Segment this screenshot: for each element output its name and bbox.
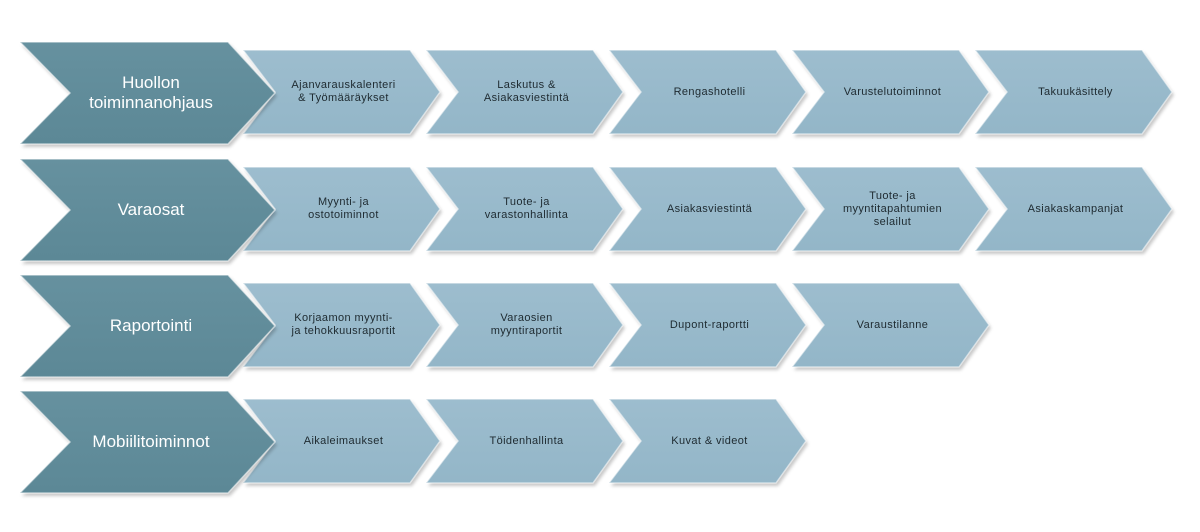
chevron-body	[18, 390, 277, 494]
step-chevron-shape	[973, 166, 1174, 254]
chevron-body	[424, 166, 624, 252]
chevron-body	[973, 166, 1173, 252]
step-chevron-label: Dupont-raportti	[669, 318, 750, 331]
chevron-body	[18, 41, 277, 145]
step-chevron-label: Asiakaskampanjat	[1027, 202, 1124, 215]
step-chevron: Asiakasviestintä	[607, 166, 808, 254]
step-chevron: Rengashotelli	[607, 49, 808, 137]
step-chevron-shape	[424, 49, 625, 137]
category-chevron-label: Raportointi	[109, 316, 193, 335]
step-chevron: Varaustilanne	[790, 282, 991, 370]
step-chevron-label: Tuote- ja myyntitapahtumien selailut	[842, 189, 943, 228]
step-chevron-label: Kuvat & videot	[671, 434, 748, 447]
chevron-body	[607, 49, 807, 135]
step-chevron-shape	[607, 49, 808, 137]
step-chevron: Kuvat & videot	[607, 398, 808, 486]
step-chevron-label: Varustelutoiminnot	[843, 85, 942, 98]
chevron-body	[973, 49, 1173, 135]
step-chevron-label: Varaosien myyntiraportit	[490, 312, 563, 337]
step-chevron: Tuote- ja myyntitapahtumien selailut	[790, 166, 991, 254]
step-chevron-shape	[790, 166, 991, 254]
step-chevron: Tuote- ja varastonhallinta	[424, 166, 625, 254]
chevron-body	[424, 49, 624, 135]
chevron-body	[607, 398, 807, 484]
step-chevron-shape	[790, 282, 991, 370]
step-chevron-label: Varaustilanne	[856, 318, 929, 331]
chevron-body	[18, 274, 277, 378]
step-chevron: Töidenhallinta	[424, 398, 625, 486]
step-chevron-shape	[241, 398, 442, 486]
step-chevron-shape	[424, 166, 625, 254]
step-chevron: Varustelutoiminnot	[790, 49, 991, 137]
category-chevron-shape	[18, 390, 277, 496]
step-chevron-label: Ajanvarauskalenteri & Työmääräykset	[291, 79, 396, 104]
category-chevron: Mobiilitoiminnot	[18, 390, 277, 496]
chevron-body	[424, 282, 624, 368]
step-chevron-label: Rengashotelli	[673, 85, 746, 98]
step-chevron-shape	[241, 166, 442, 254]
chevron-body	[790, 166, 990, 252]
step-chevron: Korjaamon myynti- ja tehokkuusraportit	[241, 282, 442, 370]
step-chevron-label: Asiakasviestintä	[666, 202, 753, 215]
step-chevron-label: Takuukäsittely	[1038, 85, 1113, 98]
category-chevron-label: Mobiilitoiminnot	[92, 432, 210, 451]
step-chevron: Myynti- ja ostotoiminnot	[241, 166, 442, 254]
step-chevron: Ajanvarauskalenteri & Työmääräykset	[241, 49, 442, 137]
step-chevron: Varaosien myyntiraportit	[424, 282, 625, 370]
step-chevron-label: Aikaleimaukset	[303, 434, 384, 447]
category-chevron: Raportointi	[18, 274, 277, 380]
category-chevron-shape	[18, 158, 277, 264]
step-chevron-shape	[607, 282, 808, 370]
step-chevron-shape	[241, 282, 442, 370]
step-chevron-label: Tuote- ja varastonhallinta	[484, 196, 569, 221]
step-chevron-shape	[607, 398, 808, 486]
category-chevron: Varaosat	[18, 158, 277, 264]
chevron-body	[18, 158, 277, 262]
category-chevron: Huollon toiminnanohjaus	[18, 41, 277, 147]
step-chevron-shape	[973, 49, 1174, 137]
step-chevron-shape	[790, 49, 991, 137]
step-chevron-shape	[424, 398, 625, 486]
chevron-body	[424, 398, 624, 484]
step-chevron: Takuukäsittely	[973, 49, 1174, 137]
step-chevron: Laskutus & Asiakasviestintä	[424, 49, 625, 137]
category-chevron-shape	[18, 41, 277, 147]
chevron-body	[790, 282, 990, 368]
step-chevron: Aikaleimaukset	[241, 398, 442, 486]
step-chevron-label: Korjaamon myynti- ja tehokkuusraportit	[291, 312, 396, 337]
step-chevron: Dupont-raportti	[607, 282, 808, 370]
category-chevron-label: Huollon toiminnanohjaus	[89, 73, 213, 112]
chevron-body	[790, 49, 990, 135]
step-chevron-shape	[241, 49, 442, 137]
step-chevron-label: Töidenhallinta	[489, 434, 564, 447]
category-chevron-shape	[18, 274, 277, 380]
step-chevron-label: Laskutus & Asiakasviestintä	[483, 79, 570, 104]
step-chevron: Asiakaskampanjat	[973, 166, 1174, 254]
step-chevron-shape	[424, 282, 625, 370]
chevron-body	[607, 166, 807, 252]
step-chevron-shape	[607, 166, 808, 254]
step-chevron-label: Myynti- ja ostotoiminnot	[308, 196, 379, 221]
chevron-body	[607, 282, 807, 368]
category-chevron-label: Varaosat	[117, 200, 185, 219]
